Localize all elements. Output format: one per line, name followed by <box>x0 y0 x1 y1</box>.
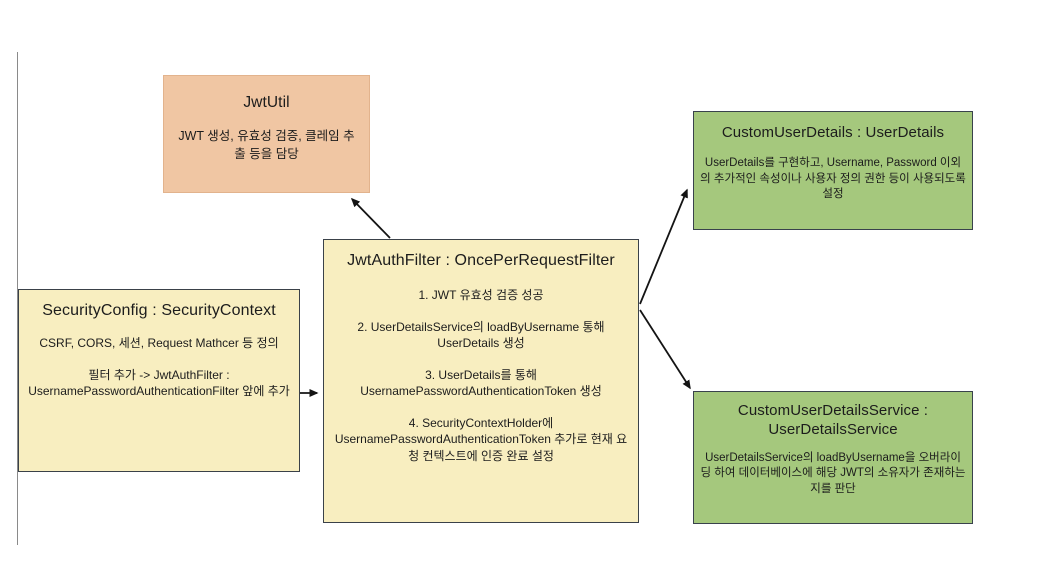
security-config-definitions-text: CSRF, CORS, 세션, Request Mathcer 등 정의 <box>39 336 279 350</box>
slide-edge-line <box>17 52 18 545</box>
jwtutil-box-body: JWT 생성, 유효성 검증, 클레임 추출 등을 담당 <box>176 128 357 163</box>
security-config-box: SecurityConfig : SecurityContext CSRF, C… <box>18 289 300 472</box>
security-config-box-body: CSRF, CORS, 세션, Request Mathcer 등 정의 필터 … <box>24 335 294 400</box>
custom-user-details-service-box-body-text: UserDetailsService의 loadByUsername을 오버라이… <box>700 451 966 496</box>
custom-user-details-service-box-body: UserDetailsService의 loadByUsername을 오버라이… <box>700 451 966 499</box>
custom-user-details-box-title: CustomUserDetails : UserDetails <box>721 124 945 141</box>
arrow-jwtauthfilter-to-customuserdetails <box>639 188 688 305</box>
custom-user-details-service-box-title: CustomUserDetailsService : UserDetailsSe… <box>737 402 929 438</box>
jwtutil-box-title: JwtUtil <box>243 94 290 111</box>
security-config-filter-add-text: 필터 추가 -> JwtAuthFilter : UsernamePasswor… <box>28 367 290 399</box>
jwt-auth-filter-step-3: 3. UserDetails를 통해 UsernamePasswordAuthe… <box>360 367 602 399</box>
jwt-auth-filter-box-body: 1. JWT 유효성 검증 성공 2. UserDetailsService의 … <box>330 287 632 464</box>
custom-user-details-box: CustomUserDetails : UserDetails UserDeta… <box>693 111 973 230</box>
jwt-auth-filter-box: JwtAuthFilter : OncePerRequestFilter 1. … <box>323 239 639 523</box>
jwt-auth-filter-step-4: 4. SecurityContextHolder에 UsernamePasswo… <box>334 415 628 463</box>
arrow-jwtauthfilter-to-jwtutil <box>350 197 391 239</box>
custom-user-details-box-body-text: UserDetails를 구현하고, Username, Password 이외… <box>700 156 966 201</box>
arrow-jwtauthfilter-to-customuserdetailsservice <box>639 309 691 390</box>
custom-user-details-box-body: UserDetails를 구현하고, Username, Password 이외… <box>700 156 966 204</box>
jwt-auth-filter-step-1: 1. JWT 유효성 검증 성공 <box>418 288 544 302</box>
security-config-box-title: SecurityConfig : SecurityContext <box>42 302 276 319</box>
jwtutil-box-body-text: JWT 생성, 유효성 검증, 클레임 추출 등을 담당 <box>178 129 355 161</box>
custom-user-details-service-box: CustomUserDetailsService : UserDetailsSe… <box>693 391 973 524</box>
jwt-auth-filter-box-title: JwtAuthFilter : OncePerRequestFilter <box>347 252 615 269</box>
jwt-auth-filter-step-2: 2. UserDetailsService의 loadByUsername 통해… <box>357 319 605 351</box>
jwtutil-box: JwtUtil JWT 생성, 유효성 검증, 클레임 추출 등을 담당 <box>163 75 370 193</box>
